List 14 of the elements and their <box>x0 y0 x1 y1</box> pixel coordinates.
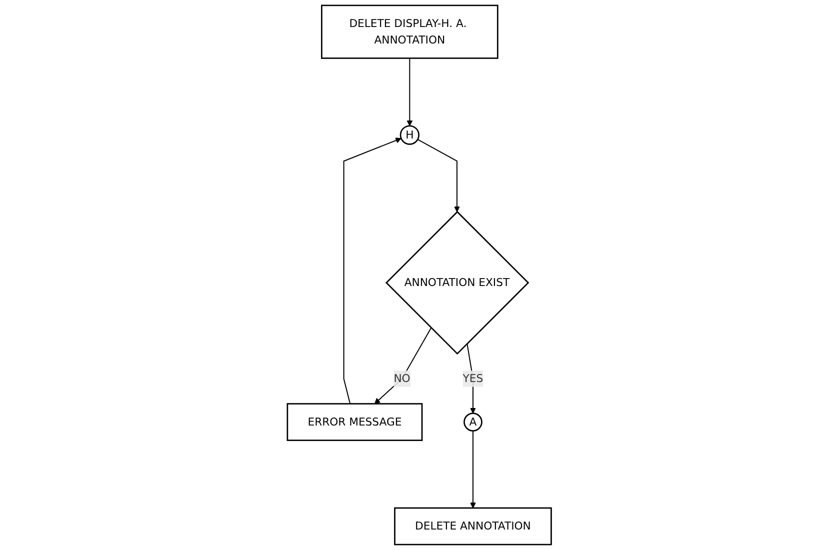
node-box: ERROR MESSAGE <box>286 403 423 442</box>
arrow <box>418 139 460 212</box>
arrow <box>406 58 413 126</box>
node-circle: H <box>400 125 420 145</box>
arrow <box>466 344 476 414</box>
arrow <box>374 328 432 404</box>
arrow <box>470 430 476 508</box>
edge-label: YES <box>462 372 484 385</box>
node-box: DELETE ANNOTATION <box>394 507 552 546</box>
edge-label: NO <box>394 372 411 385</box>
node-box: DELETE DISPLAY-H. A. ANNOTATION <box>321 4 498 59</box>
node-diamond: ANNOTATION EXIST <box>386 210 530 355</box>
node-circle: A <box>464 412 483 432</box>
arrow <box>343 138 402 404</box>
